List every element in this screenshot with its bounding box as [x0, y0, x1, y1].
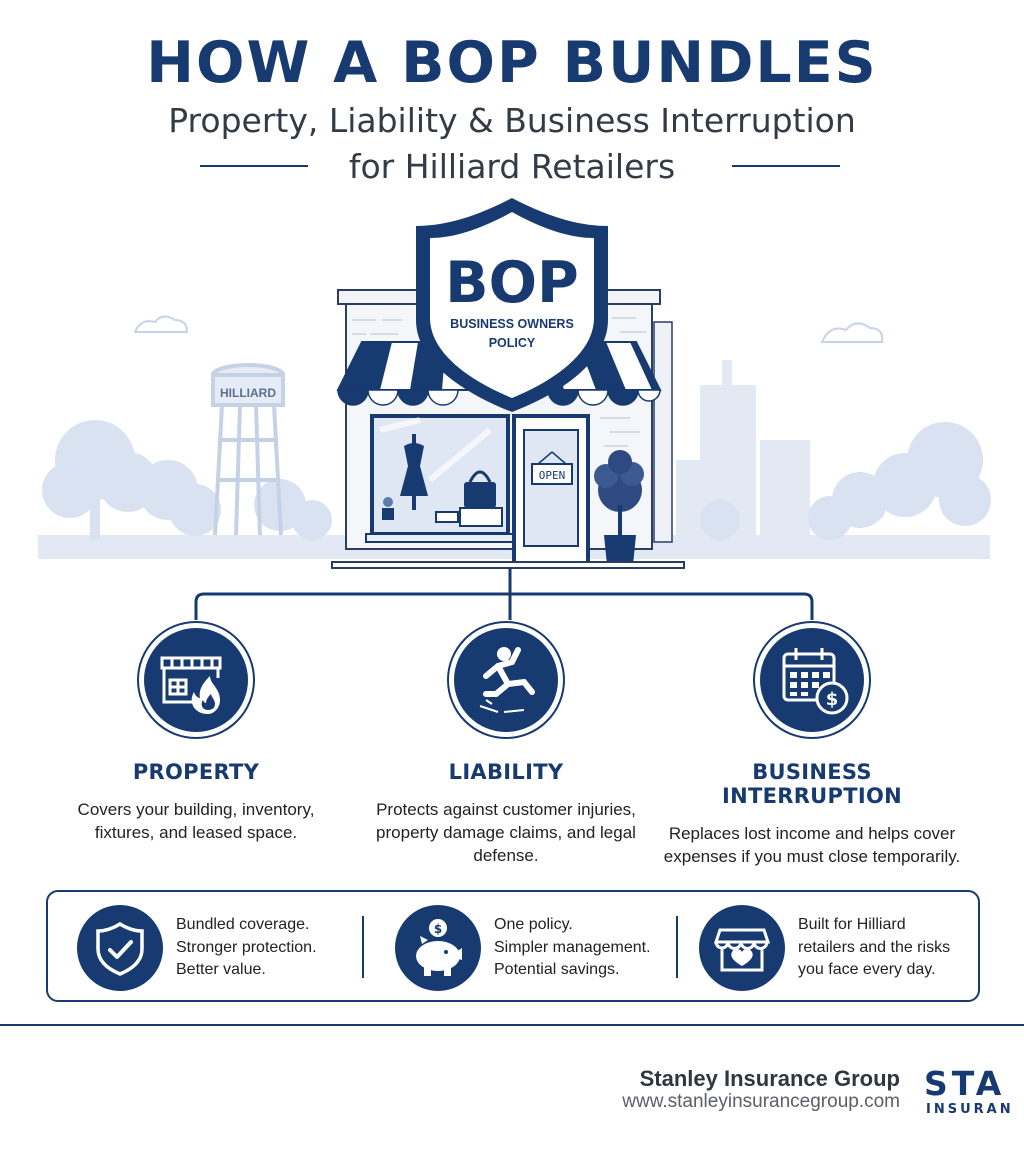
subtitle-line-1: Property, Liability & Business Interrupt…	[168, 101, 856, 140]
potted-tree-icon	[594, 450, 644, 565]
logo-wordmark: STA	[924, 1064, 1006, 1103]
pillar-line: if you must close temporarily.	[741, 847, 961, 866]
benefit-line: Simpler management.	[494, 938, 651, 956]
pillar-line: Covers your building,	[77, 800, 238, 819]
benefit-line: One policy.	[494, 916, 573, 933]
company-name: Stanley Insurance Group	[639, 1066, 900, 1091]
building-fire-icon	[136, 620, 256, 740]
water-tower	[211, 363, 285, 536]
benefits-panel: Bundled coverage. Stronger protection. B…	[46, 890, 980, 1002]
benefit-divider	[676, 916, 678, 978]
bop-shield	[416, 198, 608, 412]
benefit-line: Bundled coverage.	[176, 916, 310, 933]
benefit-line: you face every day.	[798, 961, 936, 978]
pillar-property: PROPERTY Covers your building, inventory…	[46, 620, 346, 844]
benefit-line: retailers and the risks	[798, 938, 951, 956]
water-tower-label: HILLIARD	[220, 386, 276, 400]
page-title: HOW A BOP BUNDLES	[146, 30, 878, 96]
footer-rule	[0, 1024, 1024, 1026]
pillar-line: Replaces lost income	[668, 824, 831, 843]
company-url[interactable]: www.stanleyinsurancegroup.com	[622, 1091, 900, 1112]
pillar-line: inventory, fixtures, and	[94, 800, 315, 842]
benefit-line: Potential savings.	[494, 961, 620, 978]
pillar-description: Replaces lost income and helps cover exp…	[662, 822, 962, 868]
pillar-line: Protects against customer	[376, 800, 573, 819]
pillar-description: Protects against customer injuries, prop…	[356, 798, 656, 867]
dress-form-icon	[400, 434, 428, 510]
pillar-business-interruption: $ BUSINESS INTERRUPTION Replaces lost in…	[662, 620, 962, 868]
shield-line-1: BUSINESS OWNERS	[450, 317, 574, 331]
city-skyline	[676, 360, 810, 540]
tree-icon	[700, 422, 991, 540]
page-subtitle: Property, Liability & Business Interrupt…	[0, 98, 1024, 190]
subtitle-line-2: for Hilliard Retailers	[348, 147, 676, 186]
pillar-line: claims, and legal defense.	[473, 823, 636, 865]
pillar-description: Covers your building, inventory, fixture…	[46, 798, 346, 844]
piggy-bank-icon: $	[394, 904, 482, 992]
pillar-title: PROPERTY	[132, 760, 260, 784]
benefit-divider	[362, 916, 364, 978]
pillar-line: and helps cover expenses	[663, 824, 956, 866]
pillar-line: injuries, property damage	[376, 800, 636, 842]
subtitle-rule-left	[200, 165, 308, 167]
pillar-liability: LIABILITY Protects against customer inju…	[356, 620, 656, 867]
cloud-icon	[133, 315, 884, 343]
svg-text:$: $	[434, 922, 442, 936]
benefit-line: Built for Hilliard	[798, 916, 906, 933]
open-sign-text: OPEN	[539, 469, 566, 482]
benefit-text: Built for Hilliard retailers and the ris…	[798, 914, 988, 982]
open-sign	[531, 463, 573, 485]
pillar-line: leased space.	[192, 823, 298, 842]
svg-text:$: $	[826, 689, 839, 710]
pillar-title: LIABILITY	[448, 760, 564, 784]
storefront-scene: HILLIARD	[38, 198, 991, 569]
benefit-text: One policy. Simpler management. Potentia…	[494, 914, 684, 982]
subtitle-rule-right	[732, 165, 840, 167]
shield-check-icon	[76, 904, 164, 992]
tree-icon	[42, 420, 332, 540]
plant-pot-icon	[382, 497, 459, 523]
storefront-heart-icon	[698, 904, 786, 992]
shield-title: BOP	[445, 250, 579, 316]
connector-lines	[194, 568, 814, 620]
pillar-title: BUSINESS INTERRUPTION	[721, 760, 902, 808]
slip-fall-icon	[446, 620, 566, 740]
benefit-text: Bundled coverage. Stronger protection. B…	[176, 914, 366, 982]
shield-line-2: POLICY	[489, 336, 536, 350]
logo-subtext: INSURAN	[926, 1102, 1014, 1117]
calendar-dollar-icon: $	[752, 620, 872, 740]
benefit-line: Stronger protection.	[176, 938, 317, 956]
company-logo: STA INSURAN	[920, 1064, 1024, 1124]
benefit-line: Better value.	[176, 961, 266, 978]
handbag-icon	[459, 470, 503, 527]
